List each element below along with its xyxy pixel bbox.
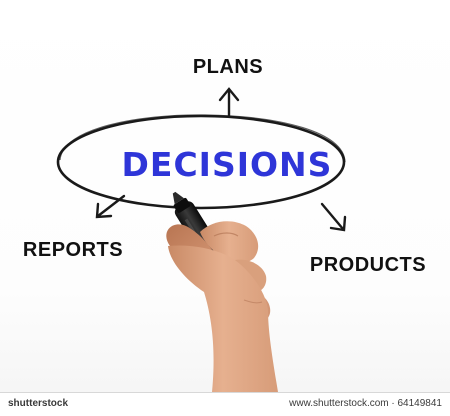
branch-label-left: REPORTS xyxy=(23,239,123,261)
branch-label-top: PLANS xyxy=(193,56,263,78)
hand-with-marker-image xyxy=(166,191,278,392)
branch-label-right: PRODUCTS xyxy=(310,254,426,276)
center-label: DECISIONS xyxy=(122,145,333,184)
center-ellipse xyxy=(56,114,346,210)
arrow-up-icon xyxy=(218,87,240,118)
arrow-down-left-icon xyxy=(95,194,126,219)
watermark-bar: shutterstock www.shutterstock.com · 6414… xyxy=(0,392,450,416)
watermark-brand: shutterstock xyxy=(8,398,69,409)
arrow-down-right-icon xyxy=(320,202,347,232)
watermark-id: www.shutterstock.com · 64149841 xyxy=(289,398,442,409)
